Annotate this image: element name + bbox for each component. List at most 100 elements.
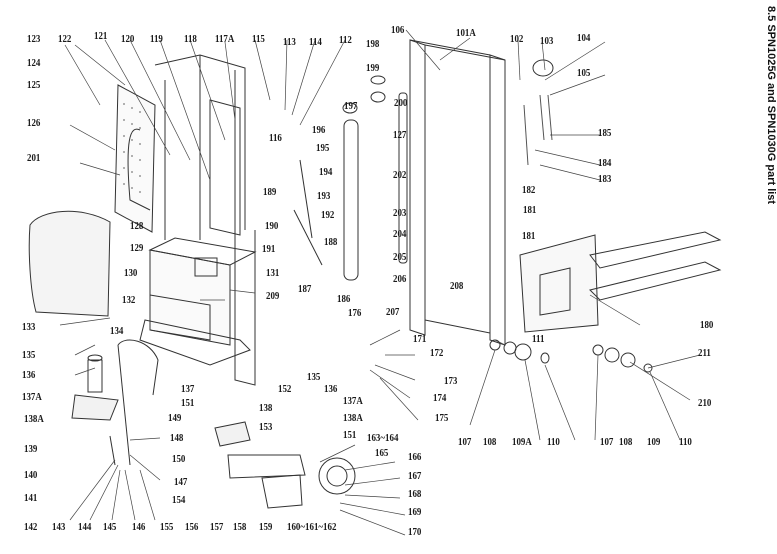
callout: 138A	[343, 413, 363, 424]
callout: 108	[619, 437, 633, 448]
callout: 116	[269, 133, 282, 144]
callout: 124	[27, 58, 41, 69]
callout: 129	[130, 243, 144, 254]
callout: 130	[124, 268, 138, 279]
callout: 181	[523, 205, 537, 216]
callout: 109A	[512, 437, 532, 448]
callout: 141	[24, 493, 38, 504]
callout: 159	[259, 522, 273, 533]
callout: 167	[408, 471, 422, 482]
callout: 143	[52, 522, 66, 533]
callout: 205	[393, 252, 407, 263]
drive-unit	[214, 421, 356, 509]
callout: 201	[27, 153, 41, 164]
callout: 147	[174, 477, 188, 488]
callout: 180	[700, 320, 714, 331]
callout: 171	[413, 334, 427, 345]
callout: 149	[168, 413, 182, 424]
callout: 198	[366, 39, 380, 50]
cylinder-parts	[293, 75, 408, 281]
callout: 146	[132, 522, 146, 533]
callout: 135	[22, 350, 36, 361]
callout: 165	[375, 448, 389, 459]
callout: 111	[532, 334, 545, 345]
callout: 145	[103, 522, 117, 533]
pulley-103	[532, 59, 554, 77]
callout: 131	[266, 268, 280, 279]
mast-101A	[409, 39, 506, 346]
callout: 157	[210, 522, 224, 533]
callout: 152	[278, 384, 292, 395]
callout: 194	[319, 167, 333, 178]
callout: 150	[172, 454, 186, 465]
callout: 195	[316, 143, 330, 154]
chain-185	[523, 94, 553, 166]
callout: 170	[408, 527, 422, 538]
callout: 110	[679, 437, 692, 448]
callout: 117A	[215, 34, 235, 45]
callout: 202	[393, 170, 407, 181]
page-title-text: 8.5 SPN1025G and SPN1030G part list	[765, 6, 777, 205]
callout: 168	[408, 489, 422, 500]
callout: 196	[312, 125, 326, 136]
callout: 209	[266, 291, 280, 302]
callout: 173	[444, 376, 458, 387]
callout: 114	[309, 37, 322, 48]
callout: 139	[24, 444, 38, 455]
callout: 112	[339, 35, 352, 46]
callout: 156	[185, 522, 199, 533]
callout: 134	[110, 326, 124, 337]
callout: 186	[337, 294, 351, 305]
callout: 110	[547, 437, 560, 448]
callout: 182	[522, 185, 536, 196]
callout: 142	[24, 522, 38, 533]
callout: 181	[522, 231, 536, 242]
callout: 199	[366, 63, 380, 74]
callout: 190	[265, 221, 279, 232]
callout: 154	[172, 495, 186, 506]
main-frame	[127, 54, 256, 386]
callout: 207	[386, 307, 400, 318]
callout: 103	[540, 36, 554, 47]
callout: 211	[698, 348, 711, 359]
callout: 120	[121, 34, 135, 45]
callout: 104	[577, 33, 591, 44]
callout: 192	[321, 210, 335, 221]
callout: 123	[27, 34, 41, 45]
callout: 115	[252, 34, 265, 45]
leader-lines	[59, 29, 701, 536]
fork-assembly-180	[519, 231, 722, 333]
callout: 163~164	[367, 433, 399, 444]
load-wheel-assemblies	[489, 339, 653, 373]
callout: 160~161~162	[287, 522, 337, 533]
callout: 119	[150, 34, 163, 45]
callout: 185	[598, 128, 612, 139]
callout: 135	[307, 372, 321, 383]
callout: 136	[324, 384, 338, 395]
callout: 204	[393, 229, 407, 240]
callout: 189	[263, 187, 277, 198]
callout: 121	[94, 31, 108, 42]
callout: 108	[483, 437, 497, 448]
callout: 126	[27, 118, 41, 129]
callout: 106	[391, 25, 405, 36]
callout: 203	[393, 208, 407, 219]
callout: 105	[577, 68, 591, 79]
callout: 151	[181, 398, 195, 409]
callout: 191	[262, 244, 276, 255]
callout: 113	[283, 37, 296, 48]
callout: 125	[27, 80, 41, 91]
callout: 200	[394, 98, 408, 109]
callout: 197	[344, 101, 358, 112]
callout: 132	[122, 295, 136, 306]
base-box-209	[139, 237, 257, 366]
callout: 176	[348, 308, 362, 319]
callout: 155	[160, 522, 174, 533]
callout: 188	[324, 237, 338, 248]
callout: 193	[317, 191, 331, 202]
callout: 210	[698, 398, 712, 409]
cover-127	[28, 210, 111, 317]
callout: 151	[343, 430, 357, 441]
